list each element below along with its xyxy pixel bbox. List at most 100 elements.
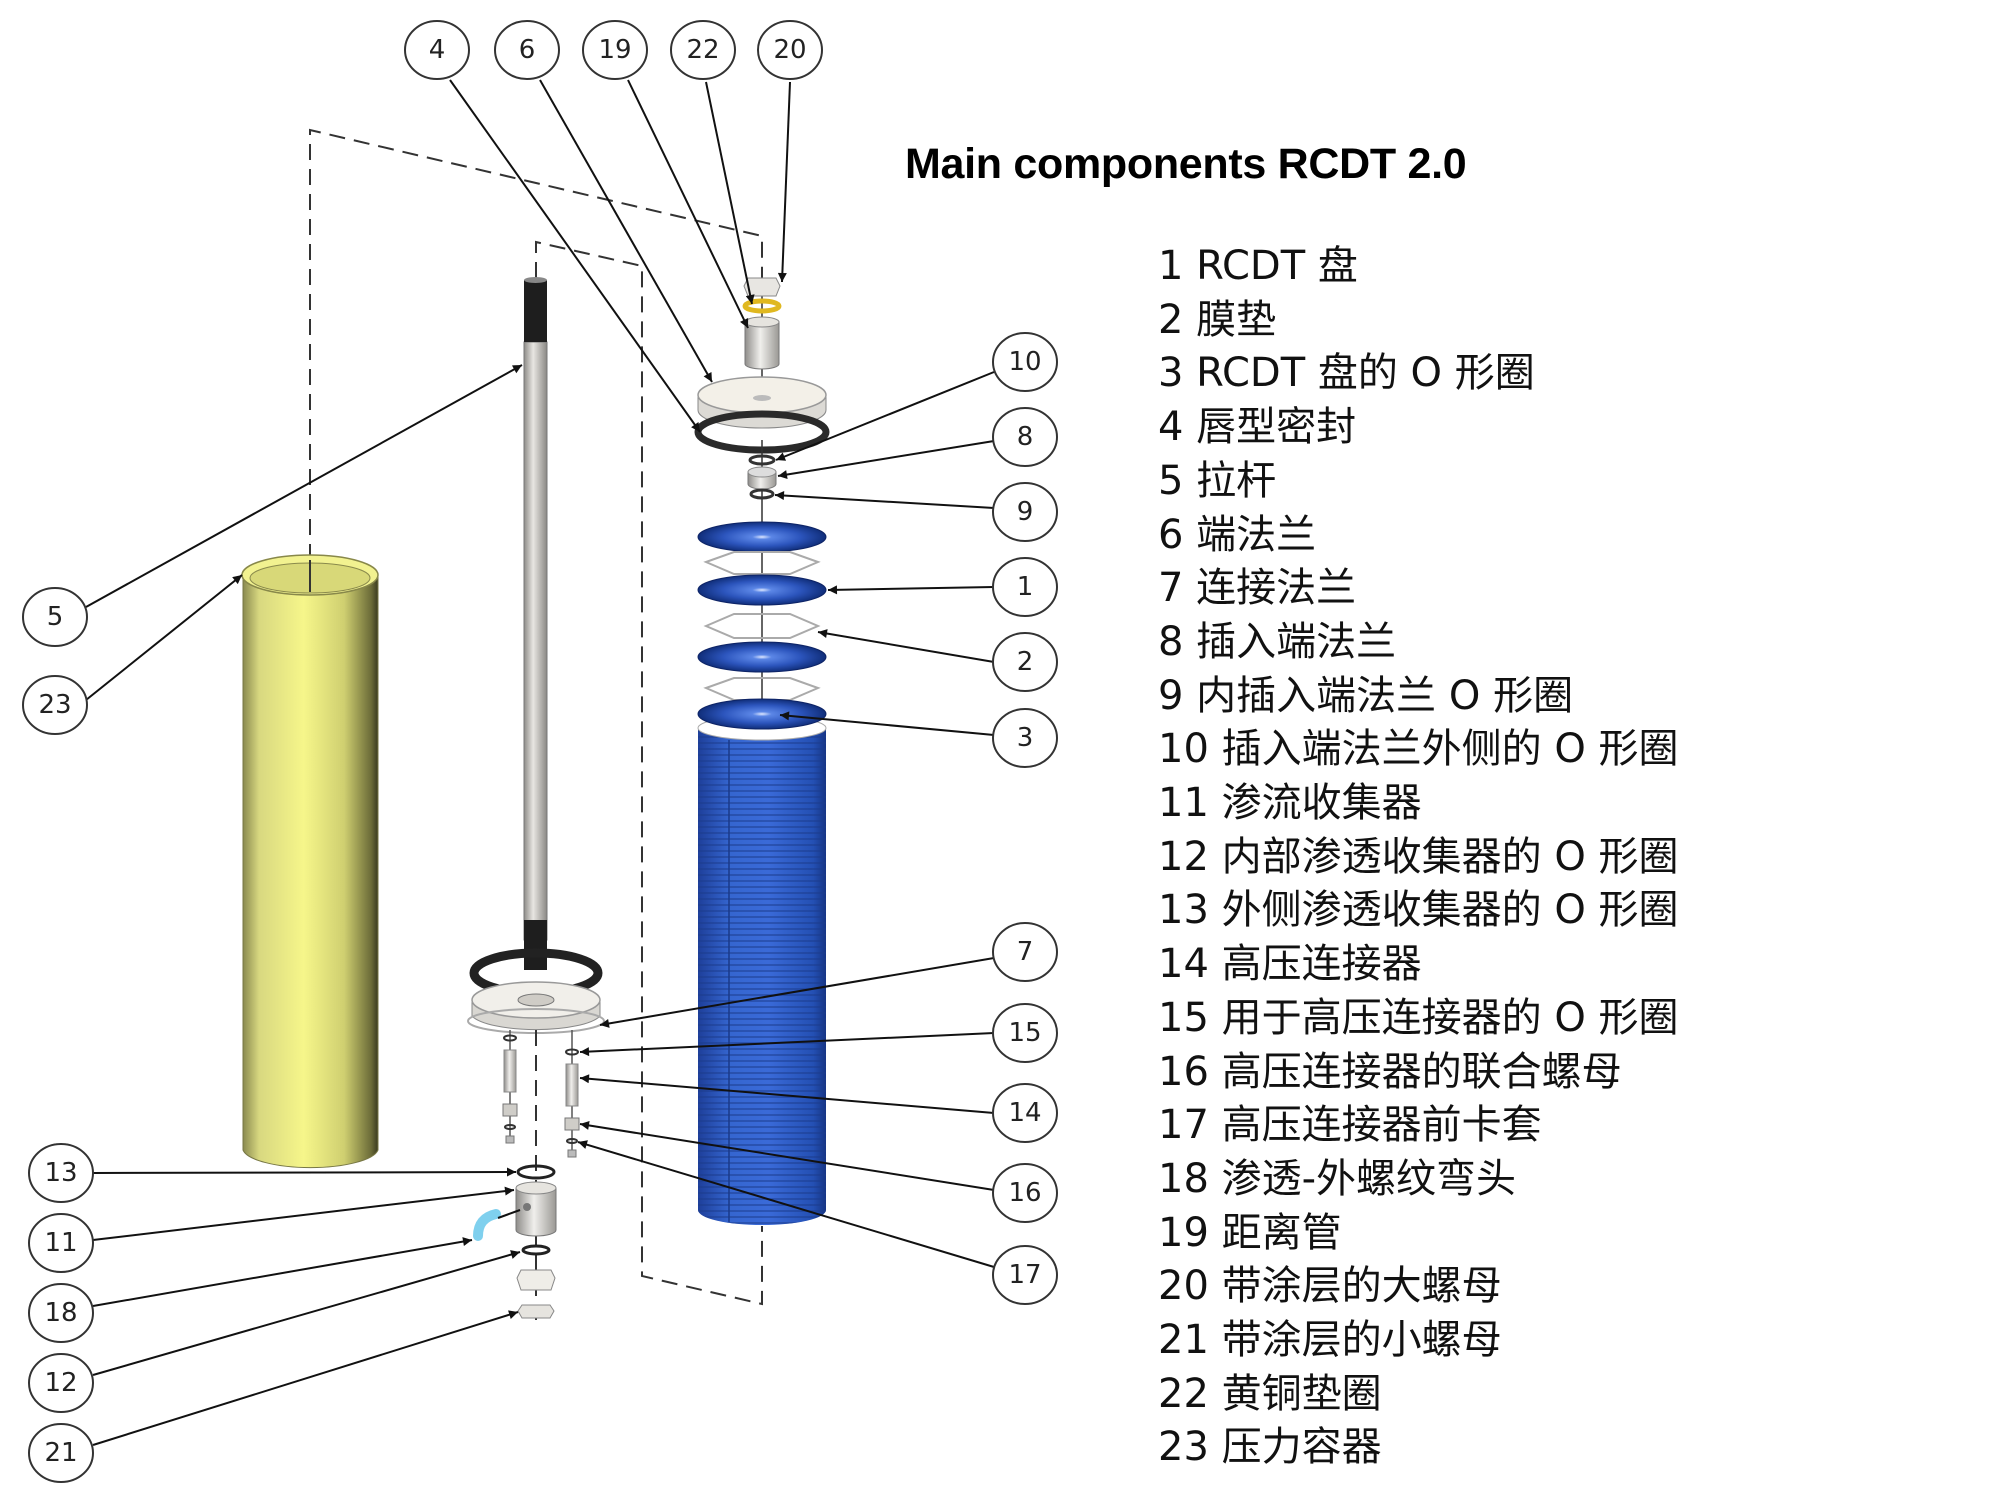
leader-18	[92, 1237, 473, 1307]
callout-number: 12	[44, 1368, 77, 1398]
callout-number: 7	[1017, 937, 1034, 967]
rcdt-disc	[697, 574, 827, 606]
parts-list-item: 4 唇型密封	[1158, 404, 1357, 451]
callout-number: 20	[773, 35, 806, 65]
callout-circle	[992, 708, 1058, 768]
callout-number: 18	[44, 1298, 77, 1328]
parts-list-item: 12 内部渗透收集器的 O 形圈	[1158, 833, 1679, 880]
callout-circle	[992, 1003, 1058, 1063]
leader-2	[817, 629, 995, 663]
callout-circle	[22, 587, 88, 647]
membrane-cushion	[703, 613, 821, 639]
callout-circle	[28, 1213, 94, 1273]
top-hardware	[742, 277, 782, 400]
callout-number: 9	[1017, 497, 1034, 527]
callout-circle	[757, 20, 823, 80]
callout-17: 17	[992, 1245, 1058, 1305]
callout-13: 13	[28, 1143, 94, 1203]
callout-8: 8	[992, 407, 1058, 467]
callout-15: 15	[992, 1003, 1058, 1063]
rcdt-disc	[697, 698, 827, 730]
parts-list-item: 21 带涂层的小螺母	[1158, 1317, 1502, 1364]
callout-number: 4	[429, 35, 446, 65]
callout-circle	[992, 922, 1058, 982]
membrane-stack	[697, 698, 827, 1225]
callout-circle	[992, 1163, 1058, 1223]
callout-9: 9	[992, 482, 1058, 542]
callout-6: 6	[494, 20, 560, 80]
leader-21	[92, 1310, 519, 1446]
callout-circle	[28, 1423, 94, 1483]
callout-number: 8	[1017, 422, 1034, 452]
callout-number: 10	[1008, 347, 1041, 377]
callout-3: 3	[992, 708, 1058, 768]
parts-list-item: 13 外侧渗透收集器的 O 形圈	[1158, 887, 1679, 934]
callout-number: 14	[1008, 1098, 1041, 1128]
leader-4	[449, 79, 701, 433]
callout-number: 1	[1017, 572, 1034, 602]
parts-list-item: 19 距离管	[1158, 1209, 1342, 1256]
callout-circle	[582, 20, 648, 80]
callout-number: 15	[1008, 1018, 1041, 1048]
leader-3	[779, 711, 995, 736]
callout-circle	[992, 332, 1058, 392]
parts-list-item: 7 连接法兰	[1158, 565, 1357, 612]
leader-7	[599, 957, 995, 1028]
pressure-vessel	[241, 554, 379, 1169]
leader-16	[579, 1120, 995, 1191]
callout-10: 10	[992, 332, 1058, 392]
callout-number: 3	[1017, 723, 1034, 753]
callout-number: 2	[1017, 647, 1034, 677]
callout-circle	[992, 482, 1058, 542]
parts-list-item: 17 高压连接器前卡套	[1158, 1102, 1542, 1149]
callout-circle	[670, 20, 736, 80]
callout-number: 6	[519, 35, 536, 65]
parts-list-item: 11 渗流收集器	[1158, 780, 1422, 827]
parts-list-item: 10 插入端法兰外侧的 O 形圈	[1158, 726, 1679, 773]
rcdt-disc	[697, 641, 827, 673]
callout-number: 19	[598, 35, 631, 65]
callout-number: 5	[47, 602, 64, 632]
callout-circle	[992, 1083, 1058, 1143]
parts-list-item: 15 用于高压连接器的 O 形圈	[1158, 994, 1679, 1041]
leader-20	[777, 81, 791, 283]
callout-circle	[992, 1245, 1058, 1305]
callout-circle	[992, 407, 1058, 467]
leader-11	[92, 1186, 515, 1241]
insertion-flange	[747, 440, 777, 720]
leader-5	[85, 364, 523, 608]
callout-11: 11	[28, 1213, 94, 1273]
callout-number: 13	[44, 1158, 77, 1188]
callout-circle	[992, 557, 1058, 617]
hp-connector-right	[564, 1030, 580, 1158]
callout-number: 21	[44, 1438, 77, 1468]
callout-number: 23	[38, 690, 71, 720]
parts-list-item: 16 高压连接器的联合螺母	[1158, 1048, 1622, 1095]
callout-circle	[28, 1283, 94, 1343]
connecting-flange	[467, 981, 605, 1034]
leader-12	[92, 1250, 521, 1376]
outer-assembly-path	[309, 128, 763, 560]
leader-lines	[85, 79, 995, 1446]
parts-list-item: 6 端法兰	[1158, 511, 1317, 558]
parts-list-item: 1 RCDT 盘	[1158, 243, 1358, 289]
callout-circle	[404, 20, 470, 80]
callout-14: 14	[992, 1083, 1058, 1143]
leader-6	[539, 79, 713, 383]
leader-8	[777, 440, 995, 480]
parts-list-item: 14 高压连接器	[1158, 941, 1422, 988]
callout-5: 5	[22, 587, 88, 647]
leader-14	[579, 1074, 995, 1114]
leader-13	[92, 1167, 517, 1177]
leader-9	[774, 491, 995, 509]
callout-circle	[28, 1143, 94, 1203]
callout-7: 7	[992, 922, 1058, 982]
leader-1	[827, 585, 995, 595]
callout-number: 17	[1008, 1260, 1041, 1290]
callout-21: 21	[28, 1423, 94, 1483]
callout-23: 23	[22, 675, 88, 735]
callout-18: 18	[28, 1283, 94, 1343]
parts-list-item: 23 压力容器	[1158, 1424, 1382, 1471]
membrane-disc-stack	[697, 521, 827, 701]
